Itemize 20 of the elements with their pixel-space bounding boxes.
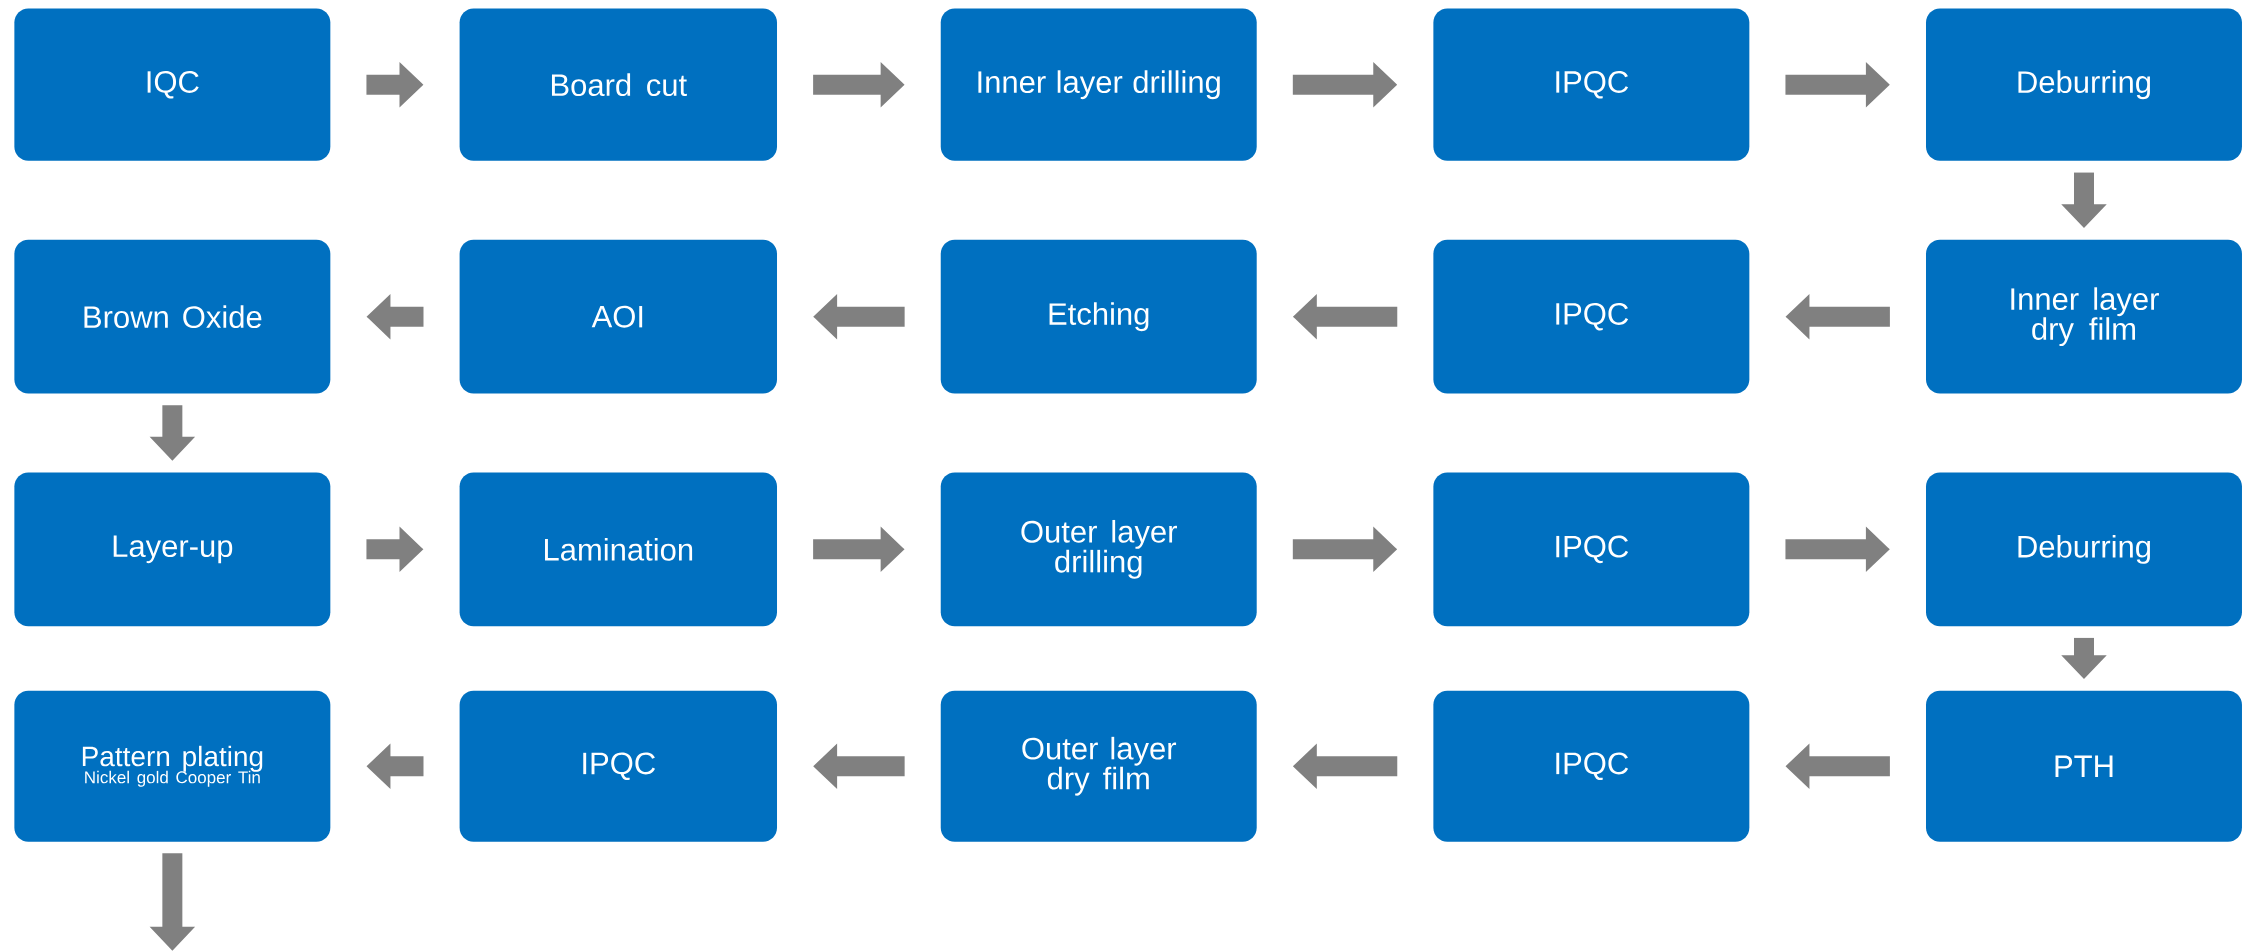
process-box: IPQC bbox=[1433, 239, 1750, 394]
process-box: Outer layer dry film bbox=[940, 690, 1257, 842]
process-box: IPQC bbox=[1433, 472, 1750, 627]
process-box: Brown Oxide bbox=[14, 239, 331, 394]
process-box: Outer layer drilling bbox=[940, 472, 1257, 627]
process-box: Board cut bbox=[459, 8, 777, 161]
process-box: Layer-up bbox=[14, 472, 331, 627]
process-box: PTH bbox=[1926, 690, 2242, 842]
process-box: Inner layer dry film bbox=[1926, 239, 2242, 394]
process-box: IPQC bbox=[459, 690, 777, 842]
process-box: Deburring bbox=[1926, 472, 2242, 627]
process-box: IPQC bbox=[1433, 690, 1750, 842]
process-box: Inner layer drilling bbox=[940, 8, 1257, 161]
process-box: Lamination bbox=[459, 472, 777, 627]
process-box: Pattern plating Nickel gold Cooper Tin bbox=[14, 690, 331, 842]
process-box: IPQC bbox=[1433, 8, 1750, 161]
process-box: Deburring bbox=[1926, 8, 2242, 161]
process-box: Etching bbox=[940, 239, 1257, 394]
process-box: AOI bbox=[459, 239, 777, 394]
process-box: IQC bbox=[14, 8, 331, 161]
